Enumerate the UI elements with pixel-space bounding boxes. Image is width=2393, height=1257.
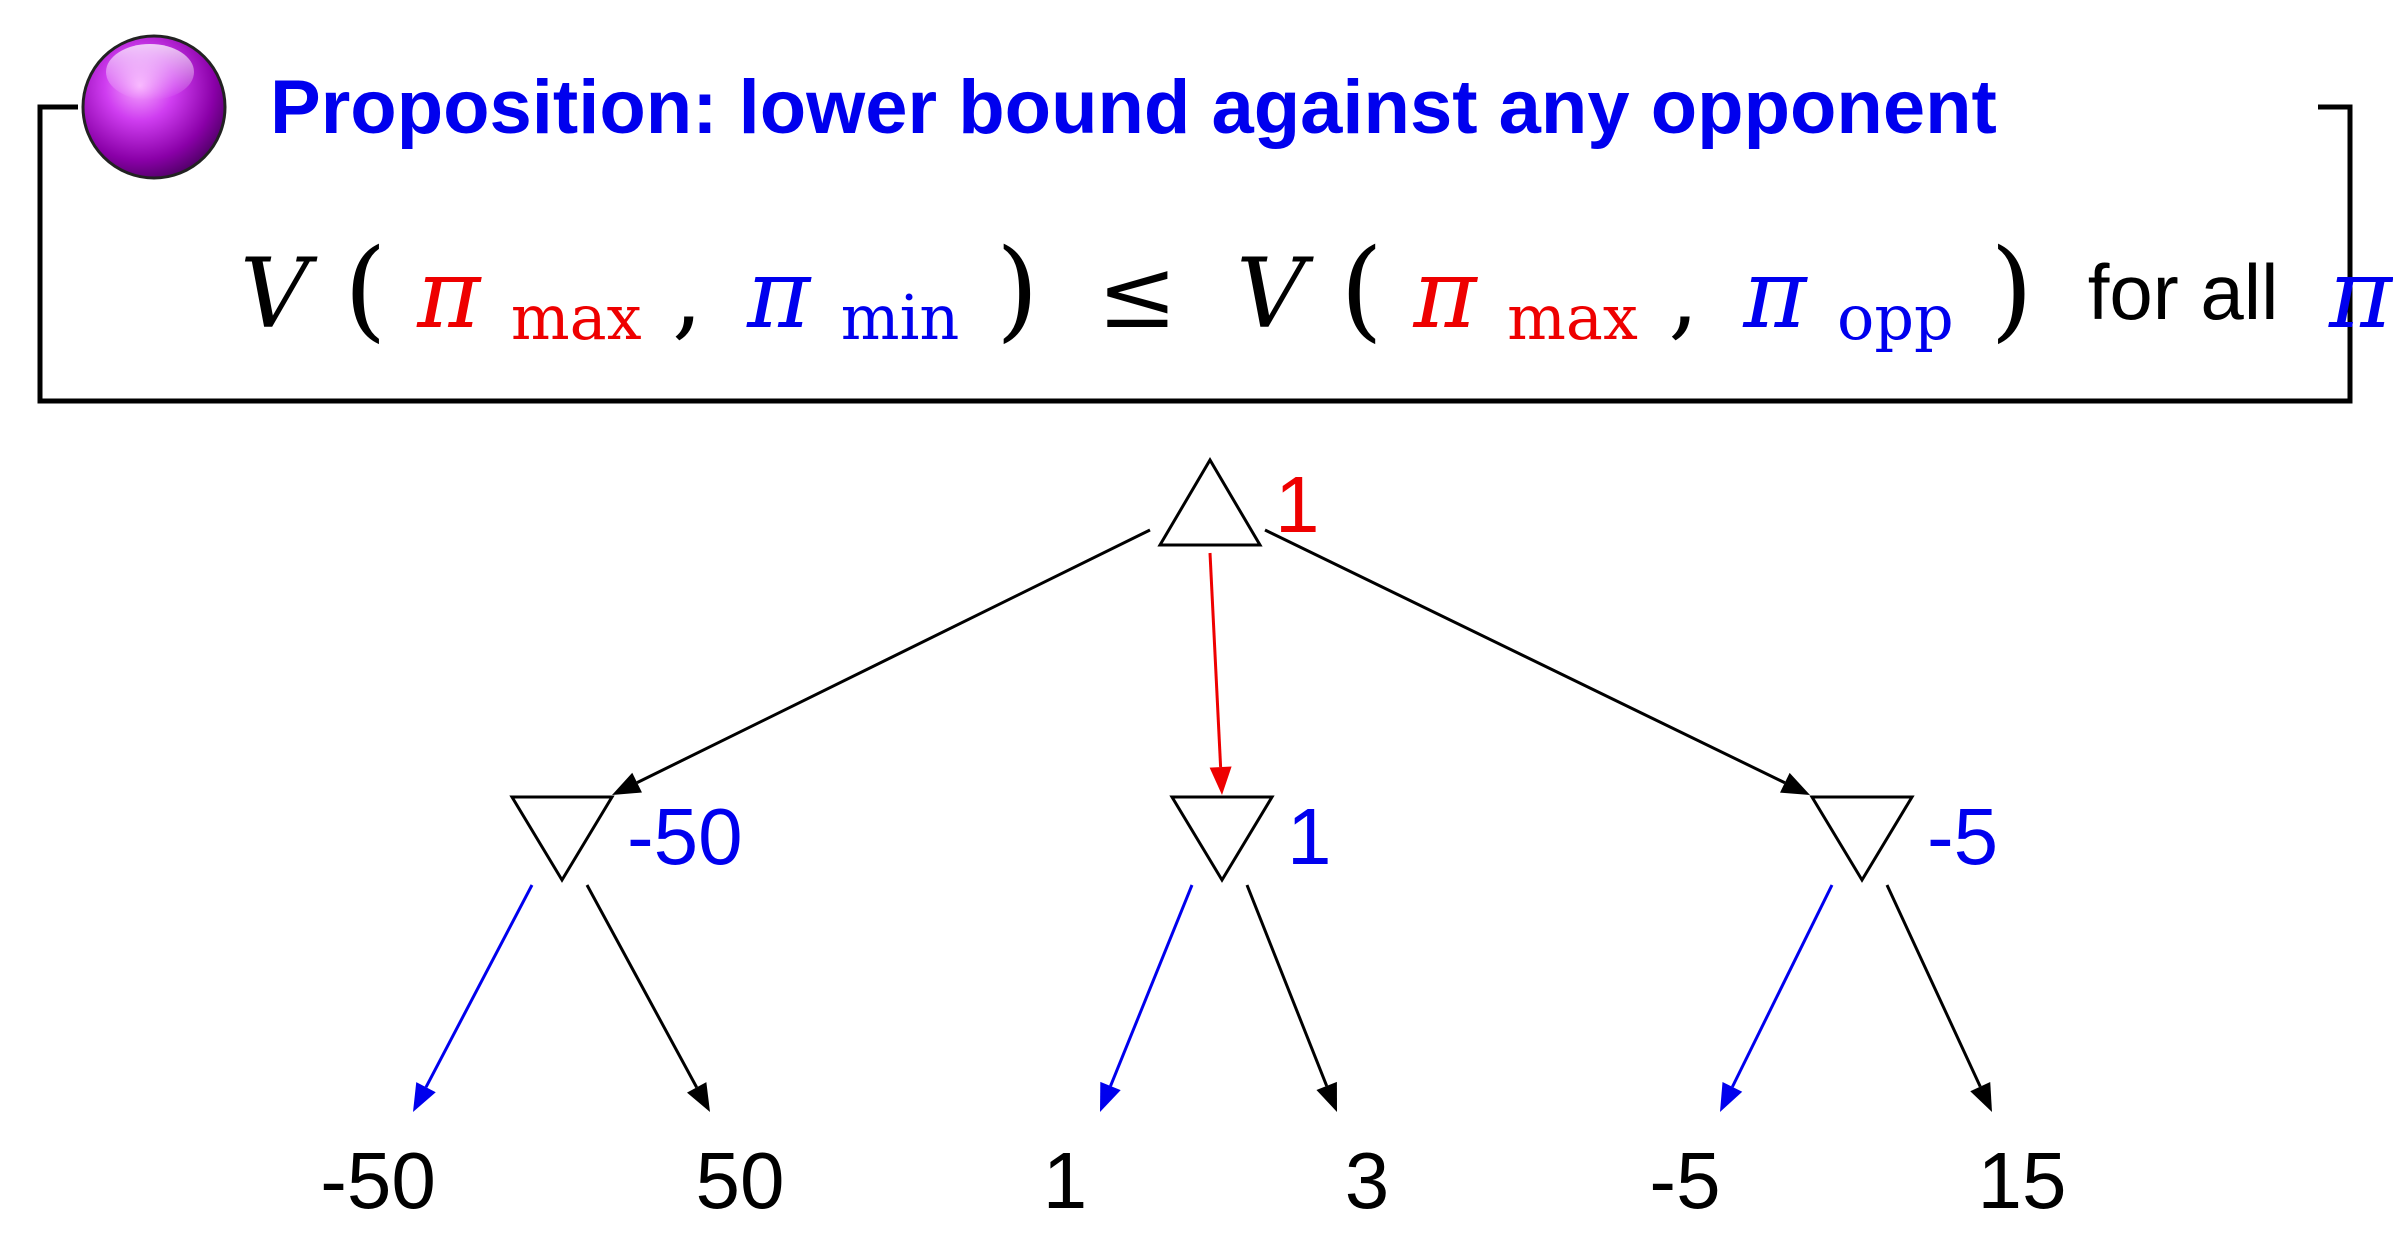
formula: V ( π max , π min ) ≤ V ( π max , π opp … bbox=[240, 225, 2393, 362]
formula-pi-max-1: π bbox=[416, 238, 482, 350]
tree-nodes bbox=[509, 457, 1915, 883]
formula-pi-opp-1: π bbox=[1742, 238, 1808, 350]
min-node-1 bbox=[509, 795, 615, 883]
min-node-3 bbox=[1809, 795, 1915, 883]
leaf-value-2-1: 1 bbox=[1043, 1136, 1088, 1225]
formula-close-paren-2: ) bbox=[1990, 225, 2033, 353]
min-node-value-3: -5 bbox=[1927, 792, 1998, 881]
leaf-value-1-1: -50 bbox=[320, 1136, 436, 1225]
min-edge-3-2 bbox=[1885, 884, 1992, 1112]
formula-pi-max-2: π bbox=[1413, 238, 1479, 350]
formula-sub-max-2: max bbox=[1507, 281, 1638, 354]
leaf-value-1-2: 50 bbox=[696, 1136, 785, 1225]
proposition-box: Proposition: lower bound against any opp… bbox=[37, 34, 2353, 404]
formula-line: V ( π max , π min ) ≤ V ( π max , π opp … bbox=[240, 225, 2393, 362]
formula-leq: ≤ bbox=[1097, 238, 1177, 350]
leaf-value-3-1: -5 bbox=[1649, 1136, 1720, 1225]
leaf-value-3-2: 15 bbox=[1978, 1136, 2067, 1225]
min-node-2 bbox=[1169, 795, 1275, 883]
formula-sub-min: min bbox=[841, 281, 960, 354]
formula-v-1: V bbox=[240, 238, 318, 350]
root-edge-1 bbox=[612, 528, 1151, 795]
min-node-value-1: -50 bbox=[627, 792, 743, 881]
game-tree: 1 -50 -50 50 1 1 3 -5 -5 15 bbox=[320, 457, 2066, 1225]
min-node-value-2: 1 bbox=[1287, 792, 1332, 881]
ball-icon bbox=[81, 34, 227, 180]
proposition-title: Proposition: lower bound against any opp… bbox=[270, 65, 1997, 150]
formula-close-paren-1: ) bbox=[996, 225, 1039, 353]
formula-sub-opp-1: opp bbox=[1837, 281, 1954, 354]
formula-comma-2: , bbox=[1668, 238, 1699, 350]
formula-open-paren-2: ( bbox=[1340, 225, 1383, 353]
min-edge-1-1 bbox=[413, 884, 534, 1112]
tree-labels: 1 -50 -50 50 1 1 3 -5 -5 15 bbox=[320, 460, 2066, 1225]
formula-sub-max-1: max bbox=[511, 281, 642, 354]
formula-pi-opp-2: π bbox=[2328, 238, 2393, 350]
root-edge-2 bbox=[1208, 552, 1232, 795]
leaf-value-2-2: 3 bbox=[1345, 1136, 1390, 1225]
formula-pi-min: π bbox=[746, 238, 812, 350]
root-edge-3 bbox=[1264, 528, 1810, 795]
tree-edges bbox=[413, 528, 1992, 1112]
min-edge-2-2 bbox=[1245, 884, 1337, 1112]
formula-comma-1: , bbox=[672, 238, 703, 350]
min-edge-1-2 bbox=[585, 884, 710, 1112]
min-edge-3-1 bbox=[1720, 884, 1834, 1112]
proposition-box-frame bbox=[37, 104, 2353, 404]
formula-open-paren-1: ( bbox=[344, 225, 387, 353]
root-value: 1 bbox=[1275, 460, 1320, 549]
max-node-root bbox=[1157, 457, 1263, 547]
formula-for-all: for all bbox=[2088, 248, 2279, 336]
formula-v-2: V bbox=[1236, 238, 1314, 350]
min-edge-2-1 bbox=[1100, 884, 1194, 1112]
